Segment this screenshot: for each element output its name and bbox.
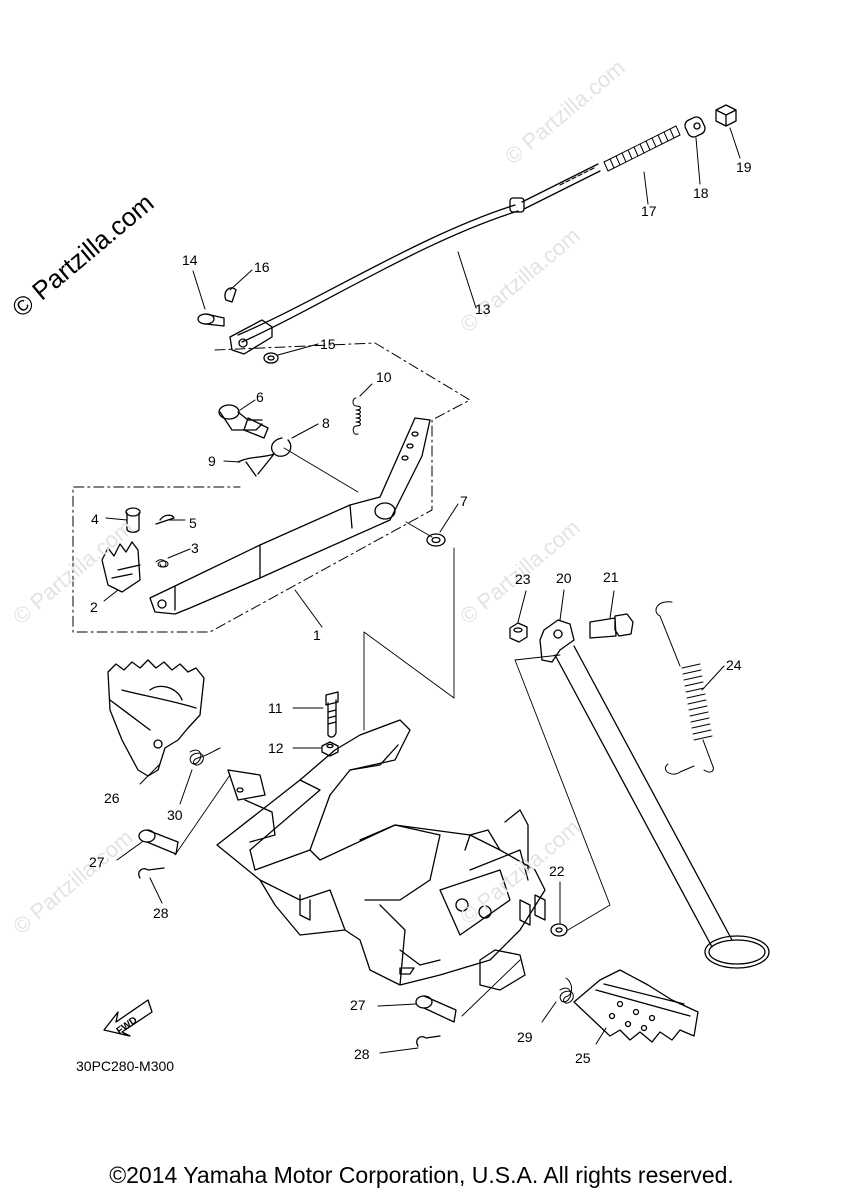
callout-11: 11: [268, 700, 283, 716]
callout-28: 28: [354, 1046, 370, 1062]
callout-6: 6: [256, 389, 264, 405]
callout-27: 27: [89, 854, 105, 870]
callout-7: 7: [460, 493, 468, 509]
frame: [216, 719, 546, 991]
pin-27-left: [138, 829, 179, 855]
cotter-pin-5: [155, 514, 175, 525]
pin-27-right: [415, 995, 457, 1023]
footrest-spring-right: [559, 977, 574, 1004]
nut-23: [509, 622, 528, 643]
callout-12: 12: [268, 740, 284, 756]
callout-26: 26: [104, 790, 120, 806]
callout-27: 27: [350, 997, 366, 1013]
callout-17: 17: [641, 203, 657, 219]
pin-4: [125, 507, 141, 533]
footrest-spring-left: [189, 747, 221, 766]
circlip-8: [271, 437, 292, 457]
cotter-pin-28-left: [138, 867, 165, 879]
callout-14: 14: [182, 252, 198, 268]
callout-24: 24: [726, 657, 742, 673]
drawing-code: 30PC280-M300: [76, 1058, 175, 1074]
callout-20: 20: [556, 570, 572, 586]
washer-15: [263, 352, 279, 364]
cotter-pin-9: [237, 453, 275, 477]
callout-16: 16: [254, 259, 270, 275]
cotter-pin-16: [224, 287, 237, 303]
return-spring-10: [352, 397, 361, 435]
spring-3: [155, 559, 169, 568]
cotter-pin-28-right: [416, 1035, 441, 1047]
assembly-boundary: [72, 342, 471, 633]
brake-rod: [229, 163, 601, 355]
callout-10: 10: [376, 369, 392, 385]
adjusting-nut: [715, 104, 737, 127]
sidestand-spring: [655, 601, 714, 775]
callout-8: 8: [322, 415, 330, 431]
callout-5: 5: [189, 515, 197, 531]
bolt-21: [589, 613, 634, 639]
callout-13: 13: [475, 301, 491, 317]
fwd-arrow-icon: [103, 999, 153, 1037]
pin-14: [197, 313, 225, 327]
callout-23: 23: [515, 571, 531, 587]
brake-shaft: [218, 404, 269, 439]
callout-30: 30: [167, 807, 183, 823]
footrest-right: [573, 969, 699, 1043]
callout-9: 9: [208, 453, 216, 469]
footrest-left: [107, 659, 205, 777]
callout-3: 3: [191, 540, 199, 556]
callout-2: 2: [90, 599, 98, 615]
callout-19: 19: [736, 159, 752, 175]
brake-rod-spring: [603, 125, 681, 172]
callout-1: 1: [313, 627, 321, 643]
callout-25: 25: [575, 1050, 591, 1066]
callout-15: 15: [320, 336, 336, 352]
rod-joint: [684, 116, 706, 138]
copyright-notice: ©2014 Yamaha Motor Corporation, U.S.A. A…: [109, 1162, 734, 1188]
washer-7: [426, 533, 446, 547]
callout-4: 4: [91, 511, 99, 527]
callout-22: 22: [549, 863, 565, 879]
collar-22: [550, 923, 568, 937]
fwd-label: FWD: [115, 1015, 140, 1037]
brake-pedal: [149, 417, 431, 615]
callout-28: 28: [153, 905, 169, 921]
bolt-11: [325, 691, 339, 738]
callout-leaders: [103, 127, 741, 1054]
pedal-tip: [101, 541, 141, 593]
nut-12: [321, 741, 339, 757]
callout-21: 21: [603, 569, 619, 585]
callout-18: 18: [693, 185, 709, 201]
callout-29: 29: [517, 1029, 533, 1045]
sidestand: [539, 619, 770, 969]
